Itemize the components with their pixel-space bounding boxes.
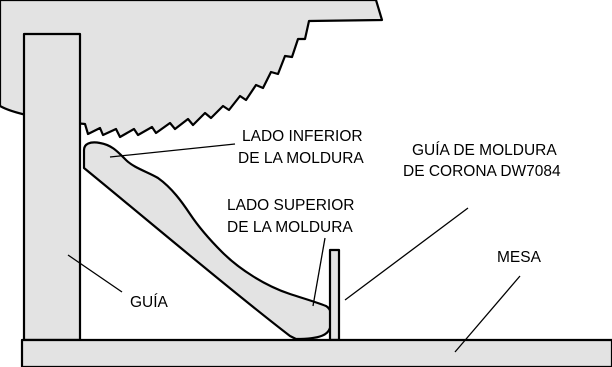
table [20,338,612,367]
leader-fence [67,254,123,293]
label-lower-side-line1: LADO INFERIOR [242,128,363,145]
label-lower-side-line2: DE LA MOLDURA [238,150,364,167]
crown-molding-guide [328,248,341,342]
label-guide-line2: DE CORONA DW7084 [403,163,561,180]
label-guide-line1: GUÍA DE MOLDURA [412,142,557,159]
label-fence: GUÍA [130,294,169,311]
leader-lower-side [109,143,236,158]
label-table: MESA [497,249,542,266]
crown-molding [82,141,333,341]
leader-guide [344,207,469,301]
leader-upper-side [312,237,326,307]
fence [22,32,82,342]
label-upper-side-line1: LADO SUPERIOR [227,197,354,214]
leader-table [454,275,521,353]
label-upper-side-line2: DE LA MOLDURA [227,219,353,236]
